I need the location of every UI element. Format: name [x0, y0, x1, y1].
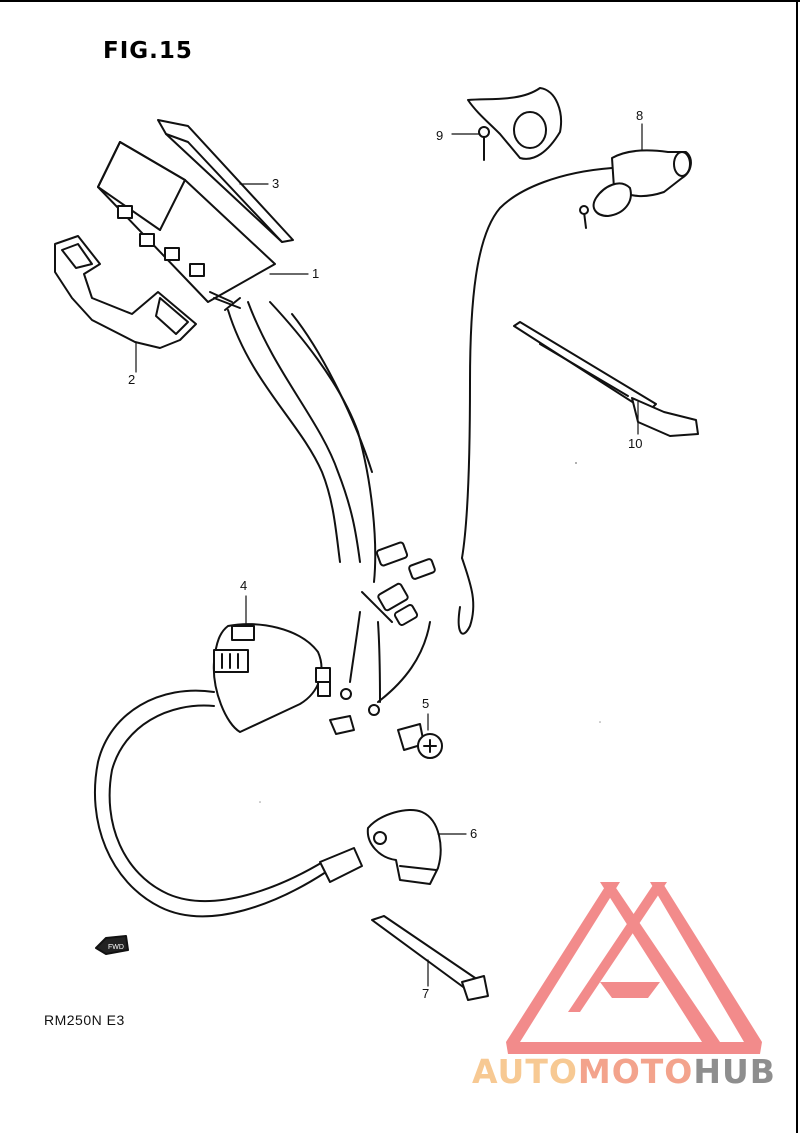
- page-speckles: [259, 462, 601, 803]
- part-1-cdi-unit: [97, 141, 276, 309]
- switch-wire: [457, 167, 613, 635]
- callout-2: 2: [128, 372, 136, 387]
- page-border: [796, 0, 798, 1133]
- callout-9: 9: [436, 128, 444, 143]
- part-2-rubber-mount: [54, 235, 197, 349]
- model-code: RM250N E3: [44, 1012, 125, 1028]
- leader-lines: [135, 123, 643, 987]
- callout-5: 5: [422, 696, 430, 711]
- callout-8: 8: [636, 108, 644, 123]
- part-5-bolt: [397, 723, 443, 759]
- brand-part-hub: HUB: [693, 1052, 776, 1091]
- part-10-band: [513, 321, 699, 437]
- callout-3: 3: [272, 176, 280, 191]
- ground-leads: [340, 611, 431, 716]
- callout-10: 10: [628, 436, 643, 451]
- connectors: [361, 541, 436, 626]
- fwd-label: FWD: [108, 944, 124, 951]
- callout-4: 4: [240, 578, 248, 593]
- part-9-clamp: [467, 87, 562, 161]
- cdi-wire-harness: [224, 297, 377, 583]
- watermark-logo: [506, 882, 762, 1054]
- figure-title: FIG.15: [103, 38, 193, 64]
- brand-part-moto: MOTO: [577, 1052, 694, 1091]
- callout-6: 6: [470, 826, 478, 841]
- part-4-ignition-coil: [212, 623, 355, 735]
- fwd-direction-badge: FWD: [95, 935, 129, 955]
- part-7-cable-tie: [371, 915, 489, 1001]
- callout-7: 7: [422, 986, 430, 1001]
- callout-1: 1: [312, 266, 320, 281]
- brand-part-auto: AUTO: [472, 1052, 578, 1091]
- high-tension-lead: [94, 689, 363, 918]
- part-3-cover-plate: [157, 119, 294, 243]
- part-8-switch: [579, 149, 692, 229]
- watermark-brand-text: AUTOMOTOHUB: [472, 1052, 776, 1091]
- part-6-plug-cap: [366, 809, 442, 885]
